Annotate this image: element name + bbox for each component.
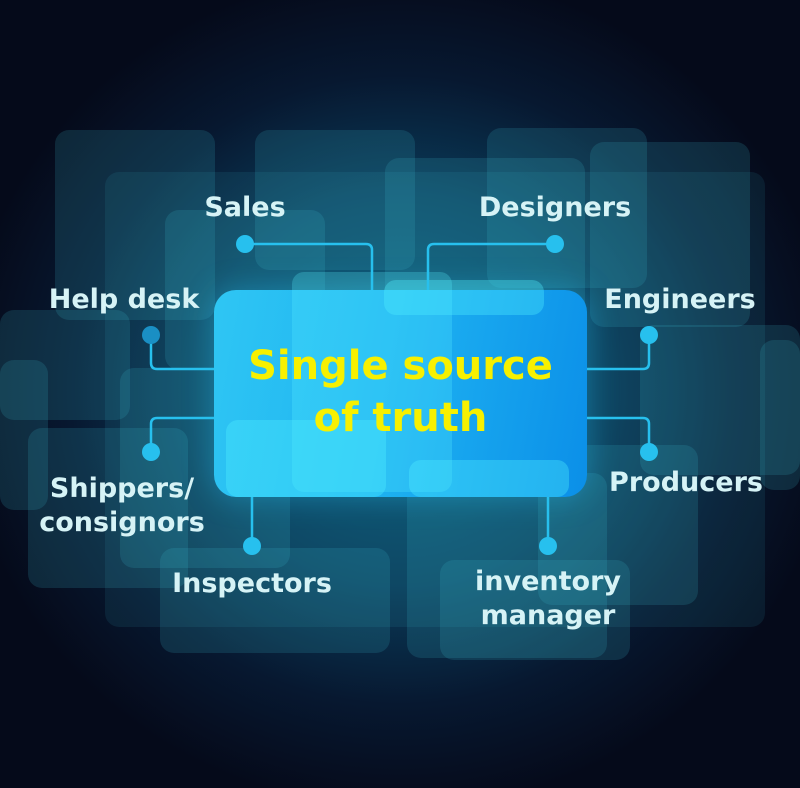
node-dot-inventory [539, 537, 557, 555]
wire-engineers [587, 335, 651, 371]
label-designers: Designers [478, 192, 632, 223]
node-dot-engineers [640, 326, 658, 344]
wire-help-desk [149, 335, 214, 371]
wire-designers [426, 242, 555, 290]
wire-sales [245, 242, 374, 290]
node-dot-help-desk [142, 326, 160, 344]
wire-producers [587, 416, 651, 452]
node-dot-shippers [142, 443, 160, 461]
label-sales: Sales [204, 192, 286, 223]
label-inventory-manager: inventory manager [475, 565, 621, 633]
node-dot-designers [546, 235, 564, 253]
center-title-line1: Single source [248, 343, 553, 389]
label-shippers-line2: consignors [39, 507, 205, 538]
node-dot-sales [236, 235, 254, 253]
node-dot-inspectors [243, 537, 261, 555]
label-shippers: Shippers/ consignors [39, 472, 205, 540]
label-engineers: Engineers [604, 284, 756, 315]
label-help-desk: Help desk [48, 284, 200, 315]
label-inspectors: Inspectors [172, 568, 332, 599]
center-title-line2: of truth [313, 395, 488, 441]
label-inventory-line2: manager [480, 600, 616, 631]
center-title: Single source of truth [214, 340, 587, 444]
label-shippers-line1: Shippers/ [49, 473, 195, 504]
node-dot-producers [640, 443, 658, 461]
single-source-box [214, 272, 587, 497]
wire-shippers [149, 416, 214, 452]
label-producers: Producers [609, 467, 763, 498]
label-inventory-line1: inventory [475, 566, 621, 597]
